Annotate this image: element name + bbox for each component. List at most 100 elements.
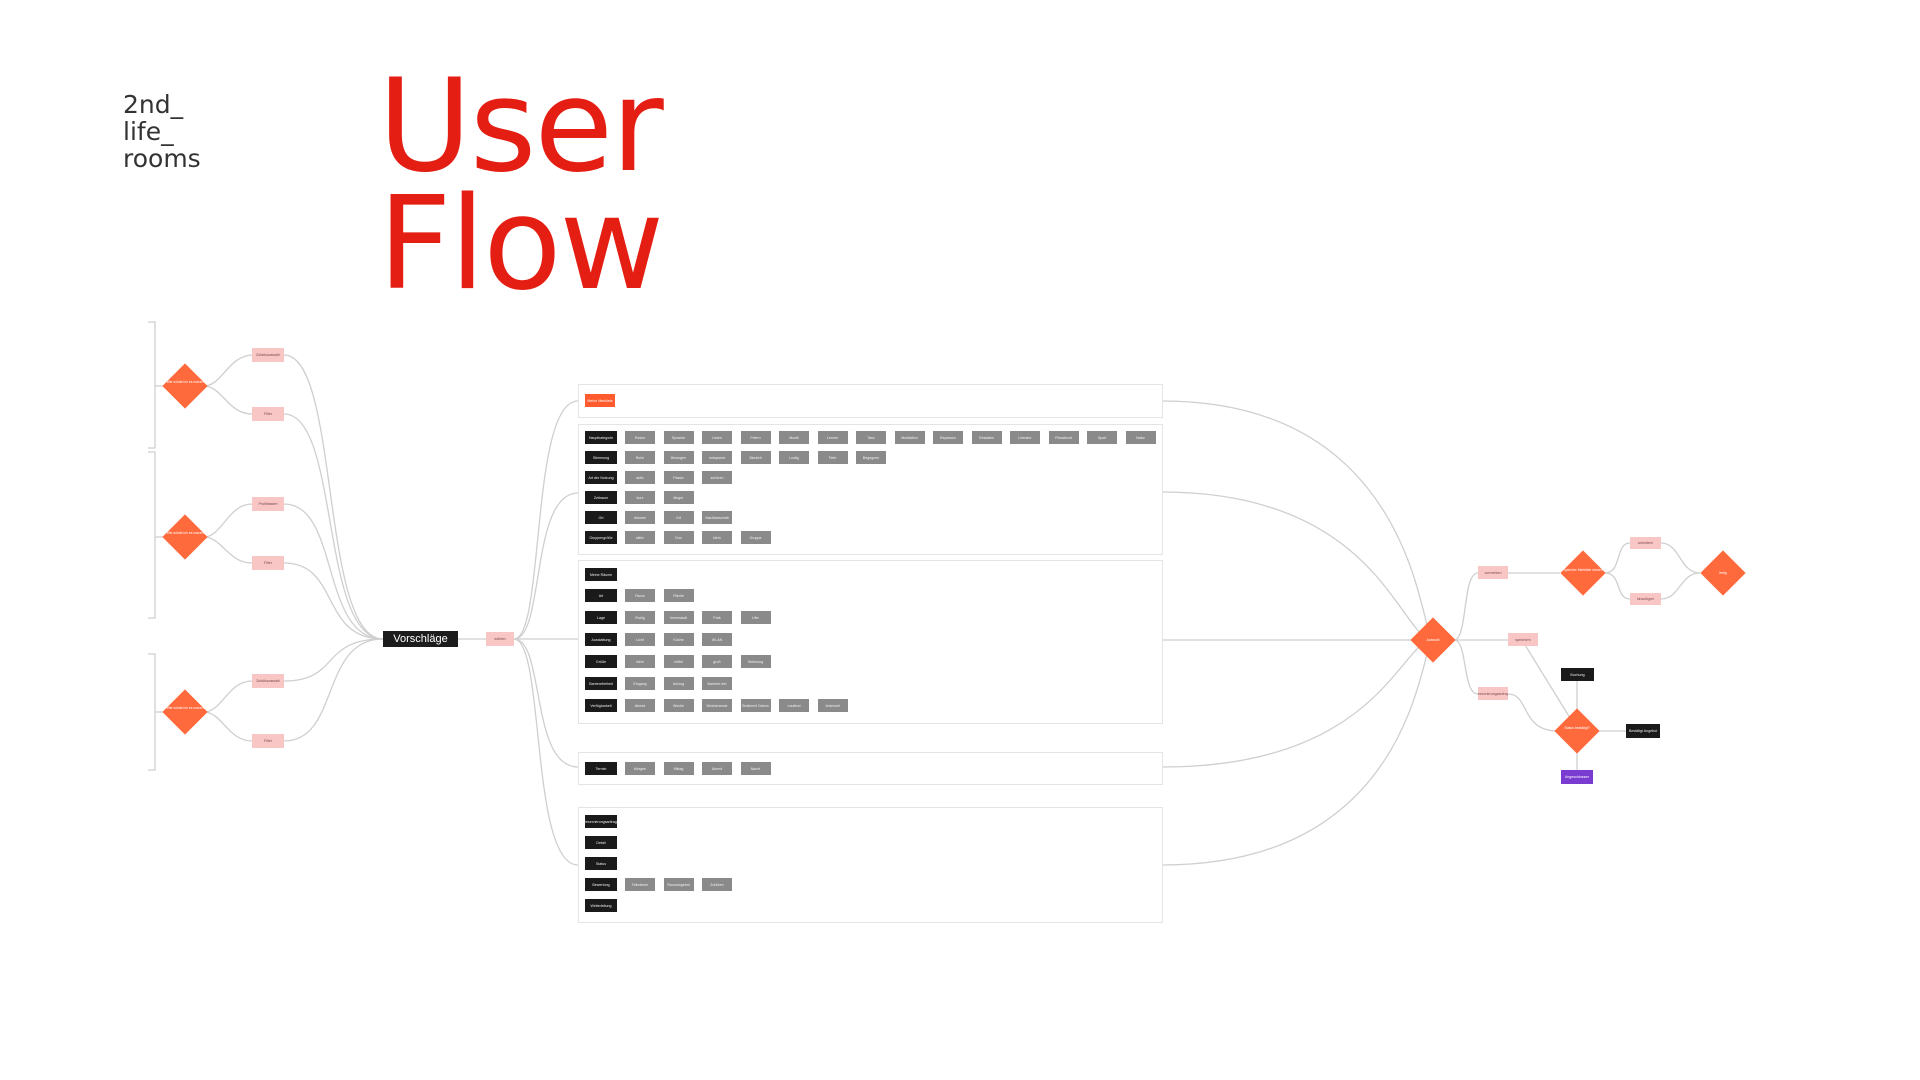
filter-chip[interactable]: kurz (625, 491, 655, 504)
filter-chip[interactable]: drinnen (625, 511, 655, 524)
filter-chip[interactable]: Ruhe (625, 451, 655, 464)
filter-chip[interactable]: Eingang (625, 677, 655, 690)
filter-chip[interactable]: Bestimmt Datum (740, 699, 771, 712)
title-line-2: Flow (378, 170, 664, 319)
branch-node[interactable]: vormerken (1478, 566, 1508, 579)
filter-chip[interactable]: Mittag (663, 762, 694, 775)
option-node[interactable]: Zufallsauswahl (252, 674, 284, 688)
status-right-node[interactable]: Bestätigt Angebot (1626, 724, 1660, 738)
filter-chip[interactable]: Natur (1125, 431, 1156, 444)
row-label: Zeitraum (585, 491, 617, 504)
filter-chip[interactable]: Abend (625, 699, 655, 712)
logo-line-2: life_ (123, 117, 174, 146)
filter-chip[interactable]: Barriere-frei (702, 677, 732, 690)
filter-chip[interactable]: Meditation (894, 431, 925, 444)
row-label: Verfügbarkeit (585, 699, 617, 712)
filter-chip[interactable]: Lernen (817, 431, 848, 444)
panel-kategorien: Hauptkategorie Essen Sprache Lesen Feiern Mus… (578, 424, 1163, 555)
filter-chip[interactable]: aktiv (625, 471, 655, 484)
branch-node[interactable]: speichern (1508, 633, 1538, 646)
filter-chip[interactable]: Duo (663, 531, 694, 544)
filter-chip[interactable]: Jederzeit (817, 699, 848, 712)
filter-chip[interactable]: Literatur (1010, 431, 1040, 444)
filter-chip[interactable]: Wohnung (740, 655, 771, 668)
select-node[interactable]: wählen (486, 632, 514, 646)
filter-chip[interactable]: zuhören (702, 471, 732, 484)
filter-chip[interactable]: Lesen (702, 431, 732, 444)
filter-chip[interactable]: WLAN (702, 633, 732, 646)
filter-chip[interactable]: klein (702, 531, 732, 544)
filter-chip[interactable]: Feiern (740, 431, 771, 444)
filter-chip[interactable]: Essen (625, 431, 655, 444)
filter-chip[interactable]: entspannt (702, 451, 732, 464)
status-bottom-node[interactable]: Ungeschlossen (1561, 770, 1593, 784)
option-hinzufuegen[interactable]: hinzufügen (1630, 593, 1661, 605)
filter-chip[interactable]: Reparatur (933, 431, 963, 444)
filter-chip[interactable]: Morgen (625, 762, 655, 775)
filter-chip[interactable]: Raum (625, 589, 655, 602)
filter-chip[interactable]: groß (702, 655, 732, 668)
filter-chip[interactable]: Innenstadt (663, 611, 694, 624)
row-label: Detail (585, 836, 617, 849)
row-label: Bewertung (585, 878, 617, 891)
filter-chip[interactable]: Woche (663, 699, 694, 712)
filter-chip[interactable]: Ufer (740, 611, 771, 624)
filter-chip[interactable]: Nachbarschaft (702, 511, 732, 524)
filter-chip[interactable]: mittel (663, 655, 694, 668)
filter-chip[interactable]: Teilnahme (625, 878, 655, 891)
option-anfordern[interactable]: anfordern (1630, 537, 1661, 549)
row-label: Gruppengröße (585, 531, 617, 544)
logo-line-1: 2nd_ (123, 90, 184, 119)
filter-chip[interactable]: Bewegen (663, 451, 694, 464)
filter-chip[interactable]: Begegnen (856, 451, 886, 464)
decision-label-2: Wie würde ich es nutzen? (166, 531, 206, 535)
logo-line-3: rooms (123, 144, 201, 173)
filter-chip[interactable]: Wochenende (702, 699, 732, 712)
branch-node[interactable]: Reservierungsanfrage (1478, 687, 1508, 700)
filter-chip[interactable]: Sinnlich (740, 451, 771, 464)
filter-chip[interactable]: Fläche (663, 589, 694, 602)
option-node[interactable]: Filter (252, 407, 284, 421)
filter-chip[interactable]: Gestalten (971, 431, 1002, 444)
filter-chip[interactable]: Laufend (779, 699, 809, 712)
option-node[interactable]: Zufallsauswahl (252, 348, 284, 362)
filter-chip[interactable]: Sprache (663, 431, 694, 444)
filter-chip[interactable]: länger (663, 491, 694, 504)
filter-chip[interactable]: Musik (779, 431, 809, 444)
panel-header: Meine Räume (585, 568, 617, 581)
suggestions-node[interactable]: Vorschläge (383, 631, 458, 647)
filter-chip[interactable]: Park (702, 611, 732, 624)
filter-chip[interactable]: Sport (1087, 431, 1117, 444)
filter-chip[interactable]: Lustig (779, 451, 809, 464)
filter-chip[interactable]: Tiefe (817, 451, 848, 464)
filter-chip[interactable]: Tanz (856, 431, 886, 444)
filter-chip[interactable]: Passiv (663, 471, 694, 484)
merkliste-button[interactable]: Meine Merkliste (585, 394, 615, 407)
filter-chip[interactable]: Nacht (740, 762, 771, 775)
filter-chip[interactable]: Licht (625, 633, 655, 646)
filter-chip[interactable]: allein (625, 531, 655, 544)
option-node[interactable]: Profilbasiert (252, 497, 284, 511)
decision-label-3: Wie würde ich es nutzen? (166, 706, 206, 710)
filter-chip[interactable]: klein (625, 655, 655, 668)
status-top-node[interactable]: Buchung (1561, 668, 1594, 681)
filter-chip[interactable]: Abend (702, 762, 732, 775)
filter-chip[interactable]: Zuhören (702, 878, 732, 891)
row-label: Hauptkategorie (585, 431, 617, 444)
bracket-1 (148, 321, 156, 449)
row-label: Stimmung (585, 451, 617, 464)
filter-chip[interactable]: Gruppe (740, 531, 771, 544)
filter-chip[interactable]: Ort (663, 511, 694, 524)
row-label: Größe (585, 655, 617, 668)
decision-label-status: Status bestätigt? (1564, 726, 1590, 730)
option-node[interactable]: Filter (252, 734, 284, 748)
filter-chip[interactable]: Raumangebot (663, 878, 694, 891)
filter-chip[interactable]: Küche (663, 633, 694, 646)
filter-chip[interactable]: Ruhig (625, 611, 655, 624)
option-node[interactable]: Filter (252, 556, 284, 570)
filter-chip[interactable]: Aufzug (663, 677, 694, 690)
filter-chip[interactable]: Filmabend (1048, 431, 1079, 444)
decision-label-end: fertig (1719, 571, 1727, 575)
